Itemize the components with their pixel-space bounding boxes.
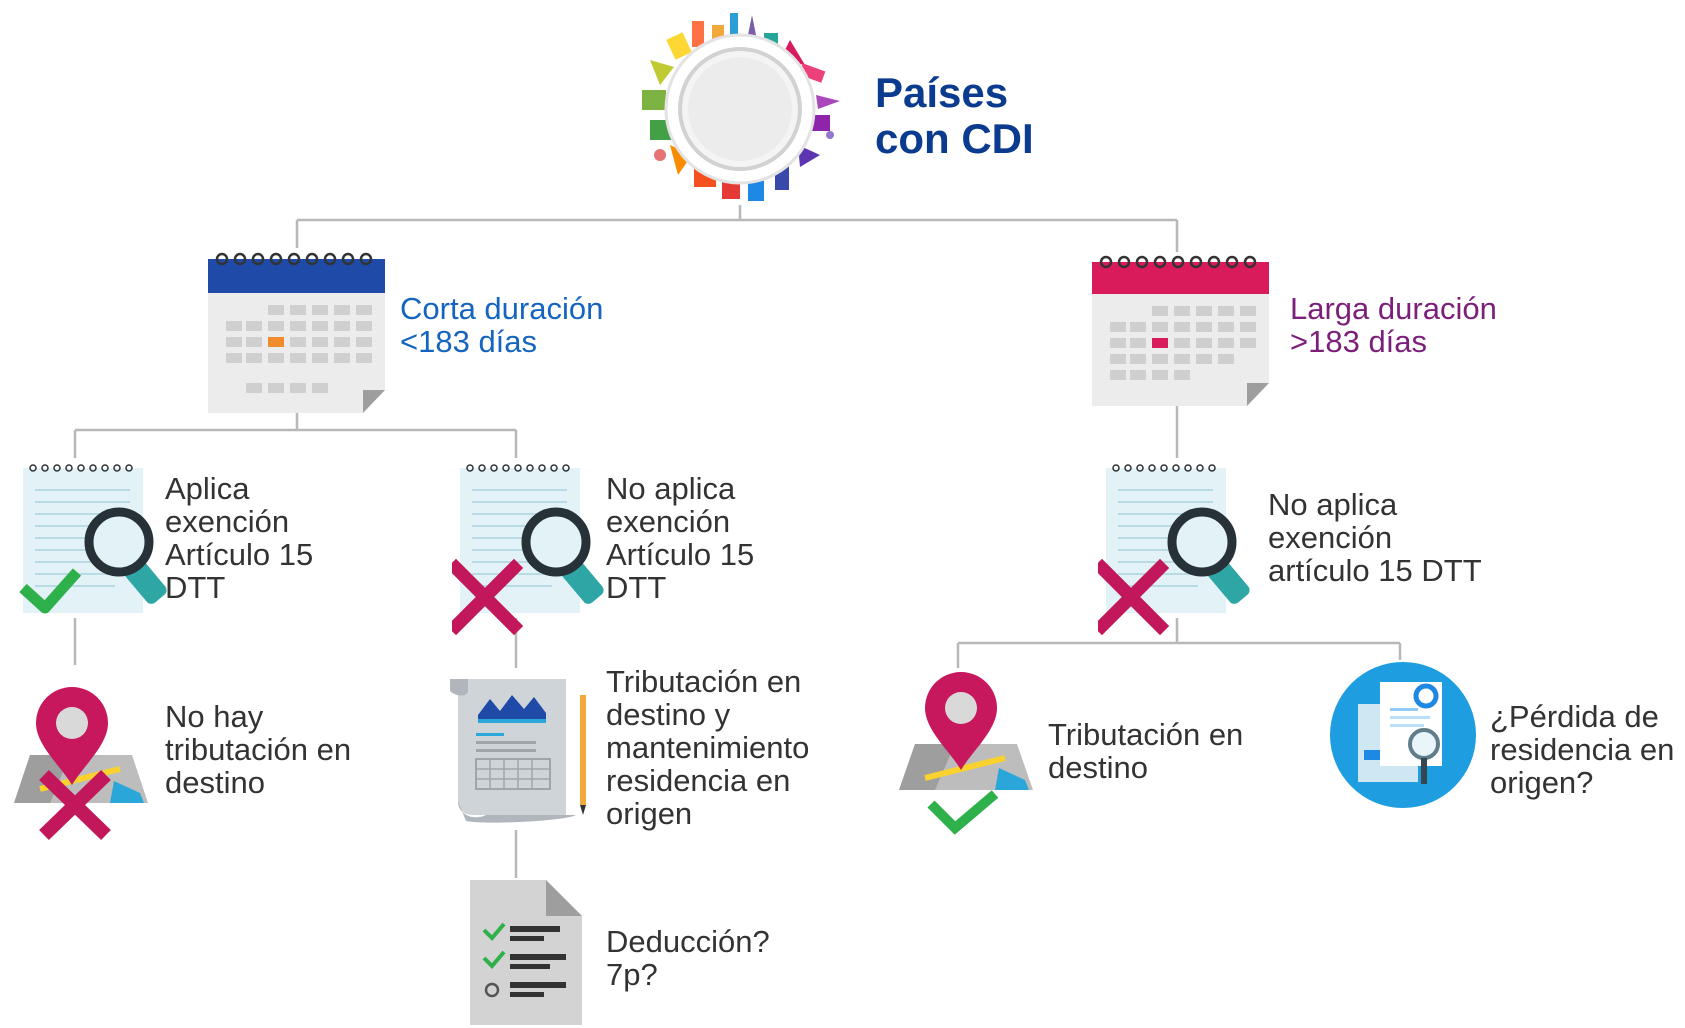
document-search-circle-icon [1330, 662, 1476, 808]
st-tax-destination-line2: destino y [606, 697, 731, 732]
lt-residence-loss-label: ¿Pérdida de residencia en origen? [1490, 700, 1674, 799]
checklist-document-icon [470, 880, 582, 1025]
st-deduction-line2: 7p? [606, 957, 658, 992]
st-tax-destination-line4: residencia en [606, 763, 791, 798]
calendar-icon [208, 252, 385, 413]
root-title-line1: Países [875, 69, 1009, 116]
st-exempt-line1: Aplica [165, 471, 250, 506]
document-magnifier-cross-icon [1098, 464, 1250, 635]
lt-residence-loss-line1: ¿Pérdida de [1490, 699, 1659, 734]
lt-not-exempt-label: No aplica exención artículo 15 DTT [1268, 488, 1482, 587]
st-no-tax-line2: tributación en [165, 732, 352, 767]
short-term-label: Corta duración <183 días [400, 292, 603, 358]
st-tax-destination-line3: mantenimiento [606, 730, 810, 765]
st-not-exempt-label: No aplica exención Artículo 15 DTT [606, 472, 754, 604]
long-term-line2: >183 días [1290, 324, 1428, 359]
short-term-line1: Corta duración [400, 291, 604, 326]
st-tax-destination-line1: Tributación en [606, 664, 802, 699]
st-not-exempt-line2: exención [606, 504, 731, 539]
lt-not-exempt-line1: No aplica [1268, 487, 1398, 522]
document-magnifier-cross-icon [452, 464, 604, 635]
st-deduction-line1: Deducción? [606, 924, 770, 959]
st-no-tax-line3: destino [165, 765, 265, 800]
lt-tax-destination-label: Tributación en destino [1048, 718, 1243, 784]
short-term-line2: <183 días [400, 324, 538, 359]
st-not-exempt-line1: No aplica [606, 471, 736, 506]
st-deduction-label: Deducción? 7p? [606, 925, 770, 991]
st-exempt-line2: exención [165, 504, 290, 539]
st-tax-destination-label: Tributación en destino y mantenimiento r… [606, 665, 809, 830]
st-exempt-label: Aplica exención Artículo 15 DTT [165, 472, 313, 604]
root-title-line2: con CDI [875, 115, 1034, 162]
st-tax-destination-line5: origen [606, 796, 693, 831]
lt-not-exempt-line2: exención [1268, 520, 1393, 555]
calendar-icon [1092, 255, 1269, 406]
st-not-exempt-line4: DTT [606, 570, 667, 605]
document-magnifier-check-icon [19, 464, 167, 614]
st-not-exempt-line3: Artículo 15 [606, 537, 755, 572]
root-title: Países con CDI [875, 70, 1034, 162]
report-scroll-icon [450, 679, 586, 823]
globe-landmarks-icon [642, 13, 840, 201]
st-no-tax-label: No hay tributación en destino [165, 700, 351, 799]
lt-tax-destination-line2: destino [1048, 750, 1148, 785]
long-term-label: Larga duración >183 días [1290, 292, 1497, 358]
st-no-tax-line1: No hay [165, 699, 264, 734]
lt-residence-loss-line3: origen? [1490, 765, 1594, 800]
lt-tax-destination-line1: Tributación en [1048, 717, 1244, 752]
long-term-line1: Larga duración [1290, 291, 1497, 326]
map-pin-check-icon [899, 672, 1033, 835]
st-exempt-line3: Artículo 15 [165, 537, 314, 572]
st-exempt-line4: DTT [165, 570, 226, 605]
lt-residence-loss-line2: residencia en [1490, 732, 1675, 767]
map-pin-cross-icon [14, 687, 148, 841]
lt-not-exempt-line3: artículo 15 DTT [1268, 553, 1482, 588]
